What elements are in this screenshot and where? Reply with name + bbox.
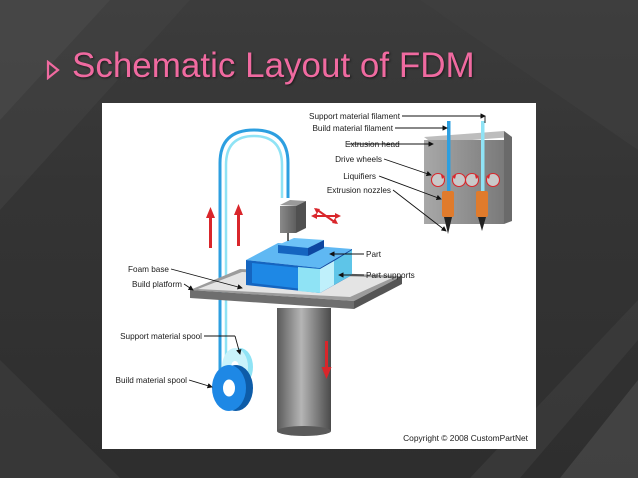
label-build-spool: Build material spool <box>116 376 188 385</box>
fdm-schematic: Support material filament Build material… <box>116 112 529 443</box>
label-part-supports: Part supports <box>366 271 415 280</box>
fdm-diagram: Support material filament Build material… <box>102 103 536 449</box>
label-support-filament: Support material filament <box>309 112 401 121</box>
build-filament-path <box>218 128 290 303</box>
support-filament-path <box>224 134 284 303</box>
label-drive-wheels: Drive wheels <box>335 155 382 164</box>
copyright: Copyright © 2008 CustomPartNet <box>403 433 529 443</box>
label-support-spool: Support material spool <box>120 332 202 341</box>
platform-column <box>277 308 331 431</box>
title-bullet-icon <box>46 60 60 80</box>
label-extrusion-head: Extrusion head <box>345 140 400 149</box>
label-build-platform: Build platform <box>132 280 182 289</box>
slide-title: Schematic Layout of FDM <box>72 46 475 85</box>
label-liquifiers: Liquifiers <box>343 172 376 181</box>
build-spool <box>212 365 253 411</box>
head-motion-arrows <box>311 208 341 224</box>
label-foam-base: Foam base <box>128 265 169 274</box>
label-extrusion-nozzles: Extrusion nozzles <box>327 186 391 195</box>
part-supports <box>298 267 320 293</box>
extrusion-head-detail <box>424 121 512 234</box>
extrusion-head-center <box>280 206 296 233</box>
label-part: Part <box>366 250 382 259</box>
up-arrows <box>206 204 243 248</box>
label-build-filament: Build material filament <box>312 124 393 133</box>
down-arrow <box>321 341 332 379</box>
